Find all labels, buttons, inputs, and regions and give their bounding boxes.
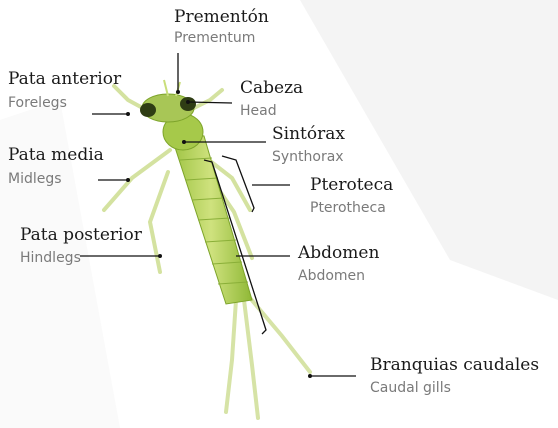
label-hindlegs-en: Hindlegs [20,251,81,265]
caudal-gills [226,298,310,418]
label-caudal-gills-es: Branquias caudales [370,357,539,374]
label-abdomen-es: Abdomen [298,245,379,262]
label-prementum-es: Prementón [174,9,269,26]
label-synthorax-es: Sintórax [272,126,345,143]
label-abdomen-en: Abdomen [298,269,365,283]
label-synthorax-en: Synthorax [272,150,344,164]
left-eye [140,103,156,117]
label-pterotheca-es: Pteroteca [310,177,393,194]
label-forelegs-es: Pata anterior [8,71,121,88]
label-midlegs-es: Pata media [8,147,104,164]
label-midlegs-en: Midlegs [8,172,62,186]
label-hindlegs-es: Pata posterior [20,227,142,244]
label-head-en: Head [240,104,277,118]
label-pterotheca-en: Pterotheca [310,201,386,215]
label-head-es: Cabeza [240,80,303,97]
label-caudal-gills-en: Caudal gills [370,381,451,395]
label-prementum-en: Prementum [174,31,255,45]
label-forelegs-en: Forelegs [8,96,67,110]
